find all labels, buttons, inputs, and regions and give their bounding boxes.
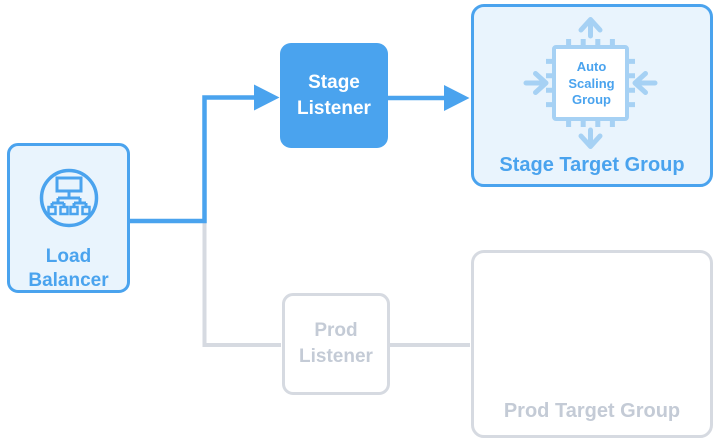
edge-loadbalancer-stagelistener: [128, 95, 254, 224]
scale-in-right-arrow-icon: [632, 71, 658, 95]
prod-listener-node: Prod Listener: [282, 293, 390, 395]
scale-in-left-arrow-icon: [523, 71, 549, 95]
stage-listener-node: Stage Listener: [280, 43, 388, 148]
stage-listener-label: Stage Listener: [297, 71, 371, 119]
arrowhead-stagelistener: [254, 84, 280, 111]
stage-target-group-node: Auto Scaling Group Stage Target Group: [471, 4, 713, 187]
load-balancer-icon: [39, 168, 98, 228]
edge-loadbalancer-prodlistener: [202, 221, 281, 347]
scale-down-arrow-icon: [578, 127, 603, 149]
prod-target-group-label: Prod Target Group: [503, 400, 681, 422]
stage-target-group-label: Stage Target Group: [499, 154, 685, 176]
scale-up-arrow-icon: [578, 17, 603, 39]
prod-listener-label: Prod Listener: [299, 320, 373, 367]
auto-scaling-chip-icon: [523, 17, 658, 149]
load-balancer-label: Load Balancer: [28, 246, 109, 291]
auto-scaling-group-label: Auto Scaling Group: [568, 59, 615, 108]
load-balancer-node: Load Balancer: [7, 143, 130, 293]
arrowhead-stagetargetgroup: [444, 85, 470, 111]
prod-target-group-node: Prod Target Group: [471, 250, 713, 438]
